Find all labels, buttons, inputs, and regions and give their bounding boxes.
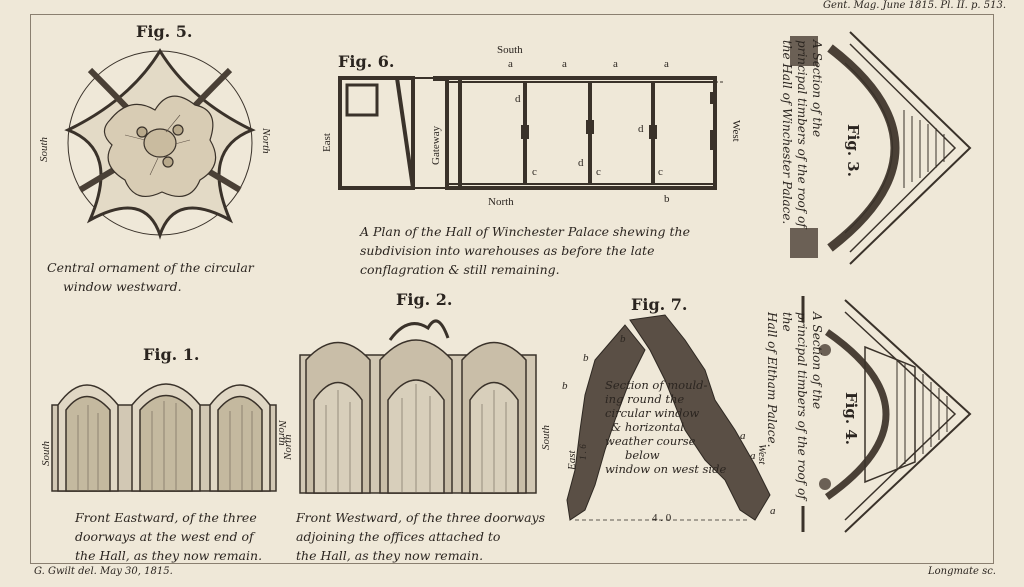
- fig6-mark-a-1: a: [508, 58, 513, 70]
- fig5-north-label: North: [260, 128, 272, 154]
- fig1-caption-line2: doorways at the west end of: [75, 529, 254, 544]
- fig7-mark-b-2: b: [583, 352, 589, 364]
- fig6-mark-d-1: d: [515, 93, 521, 105]
- fig4-caption: A Section of the principal timbers of th…: [764, 312, 824, 512]
- fig6-mark-a-2: a: [562, 58, 567, 70]
- fig6-north-label: North: [488, 196, 514, 208]
- fig7-mark-b-3: b: [562, 380, 568, 392]
- fig2-title: Fig. 2.: [396, 290, 453, 309]
- fig6-mark-a-4: a: [664, 58, 669, 70]
- fig5-south-label: South: [38, 136, 50, 162]
- fig7-moulding-section: [566, 314, 771, 521]
- fig1-caption-line3: the Hall, as they now remain.: [75, 548, 263, 563]
- fig7-caption-line7: window on west side: [605, 462, 727, 476]
- fig1-title: Fig. 1.: [143, 345, 200, 364]
- fig6-caption-line2: subdivision into warehouses as before th…: [360, 243, 655, 258]
- fig7-mark-b-1: b: [620, 333, 626, 345]
- fig6-mark-b: b: [664, 193, 670, 205]
- fig6-hall-plan: [338, 76, 725, 190]
- fig6-title: Fig. 6.: [338, 52, 395, 71]
- fig5-title: Fig. 5.: [136, 22, 193, 41]
- fig6-mark-c-3: c: [658, 166, 663, 178]
- plate-citation: Gent. Mag. June 1815. Pl. II. p. 513.: [822, 0, 1006, 11]
- fig6-south-label: South: [497, 44, 523, 56]
- fig1-south-label: South: [40, 440, 52, 466]
- fig3-caption-line3: the Hall of Winchester Palace.: [780, 40, 794, 225]
- fig2-caption-line2: adjoining the offices attached to: [296, 529, 501, 544]
- fig3-roof-section: [790, 31, 972, 265]
- fig1-caption: Front Eastward, of the three doorways at…: [75, 508, 262, 565]
- fig3-caption: A Section of the principal timbers of th…: [779, 40, 824, 228]
- fig7-mark-a-3: a: [770, 505, 776, 517]
- fig2-north-label: North: [282, 434, 294, 460]
- fig7-side-measure: 1 . 6: [578, 444, 588, 460]
- fig7-measure: 4 . 0: [652, 512, 672, 524]
- fig6-caption-line1: A Plan of the Hall of Winchester Palace …: [360, 224, 690, 239]
- fig6-caption-line3: conflagration & still remaining.: [360, 262, 560, 277]
- fig5-caption-line1: Central ornament of the circular: [47, 260, 254, 275]
- engraver-credit: Longmate sc.: [928, 566, 996, 577]
- fig3-caption-line2: principal timbers of the roof of: [795, 40, 809, 228]
- fig7-caption: Section of mould- ing round the circular…: [605, 378, 726, 476]
- fig7-caption-line6: below: [625, 448, 660, 462]
- fig7-caption-line2: ing round the: [605, 392, 685, 406]
- fig6-east-label: East: [321, 133, 333, 152]
- plate-border: [30, 14, 994, 564]
- fig7-east-label: East: [566, 450, 578, 470]
- fig4-caption-line2: principal timbers of the roof of the: [780, 312, 809, 500]
- fig2-doorways-illustration: [299, 319, 537, 494]
- fig2-caption-line3: the Hall, as they now remain.: [296, 548, 484, 563]
- fig6-mark-a-3: a: [613, 58, 618, 70]
- fig4-caption-line3: Hall of Eltham Palace.: [765, 312, 779, 448]
- fig6-mark-c-1: c: [532, 166, 537, 178]
- fig5-caption-line2: window westward.: [63, 279, 182, 294]
- fig6-west-label: West: [730, 120, 742, 142]
- fig1-caption-line1: Front Eastward, of the three: [75, 510, 257, 525]
- fig2-caption: Front Westward, of the three doorways ad…: [296, 508, 545, 565]
- fig4-title: Fig. 4.: [842, 392, 860, 445]
- fig3-caption-line1: A Section of the: [810, 40, 824, 138]
- fig6-caption: A Plan of the Hall of Winchester Palace …: [360, 222, 690, 279]
- fig5-rosette-illustration: [64, 48, 256, 240]
- fig4-roof-section: [801, 296, 972, 533]
- fig5-caption: Central ornament of the circular window …: [47, 258, 254, 296]
- fig3-title: Fig. 3.: [844, 124, 862, 177]
- fig7-caption-line3: circular window: [605, 406, 700, 420]
- fig4-caption-line1: A Section of the: [810, 312, 824, 410]
- fig7-mark-a-1: a: [740, 430, 746, 442]
- fig7-caption-line1: Section of mould-: [605, 378, 708, 392]
- fig7-title: Fig. 7.: [631, 295, 688, 314]
- fig7-caption-line5: weather course: [605, 434, 696, 448]
- delineator-credit: G. Gwilt del. May 30, 1815.: [34, 566, 173, 577]
- fig1-doorways-illustration: [51, 383, 277, 492]
- fig6-mark-d-2: d: [638, 123, 644, 135]
- fig2-caption-line1: Front Westward, of the three doorways: [296, 510, 546, 525]
- fig6-mark-d-3: d: [578, 157, 584, 169]
- fig2-south-label: South: [540, 424, 552, 450]
- fig7-mark-a-2: a: [750, 450, 756, 462]
- fig6-mark-c-2: c: [596, 166, 601, 178]
- fig7-caption-line4: & horizontal: [611, 420, 684, 434]
